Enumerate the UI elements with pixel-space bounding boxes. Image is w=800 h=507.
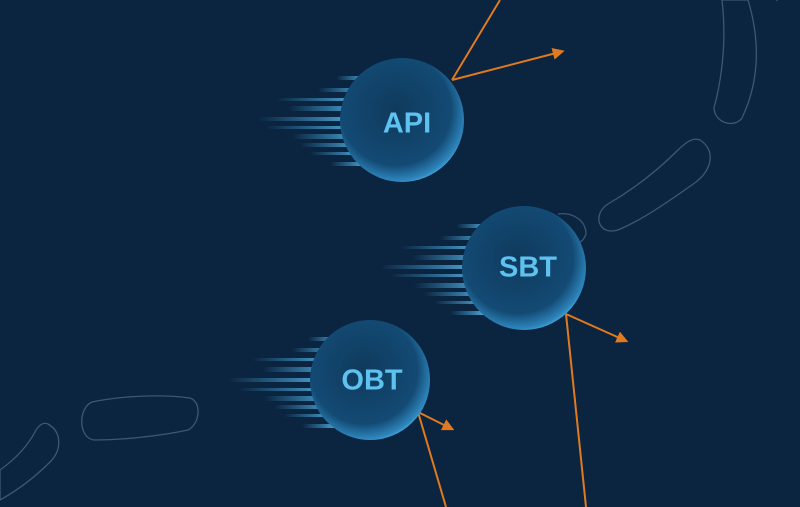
- sphere: [462, 206, 586, 330]
- node-label: SBT: [499, 252, 557, 284]
- connectors: [417, 0, 629, 507]
- obt-connector-arrow: [417, 411, 455, 431]
- track-segment: [713, 0, 757, 125]
- track-segment: [598, 138, 711, 232]
- api-connector-up: [451, 0, 501, 81]
- sphere: [310, 320, 430, 440]
- track-segment: [81, 395, 199, 441]
- node-api[interactable]: API: [258, 58, 464, 182]
- node-obt[interactable]: OBT: [228, 320, 430, 440]
- node-sbt[interactable]: SBT: [380, 206, 586, 330]
- background-track: [0, 0, 778, 501]
- node-label: OBT: [341, 365, 403, 397]
- track-segment: [0, 422, 60, 501]
- node-label: API: [383, 108, 431, 140]
- sbt-connector-arrow: [565, 313, 629, 343]
- sbt-connector-down: [565, 313, 587, 507]
- sphere: [340, 58, 464, 182]
- api-connector-arrow: [451, 47, 565, 81]
- obt-connector-down: [417, 411, 447, 507]
